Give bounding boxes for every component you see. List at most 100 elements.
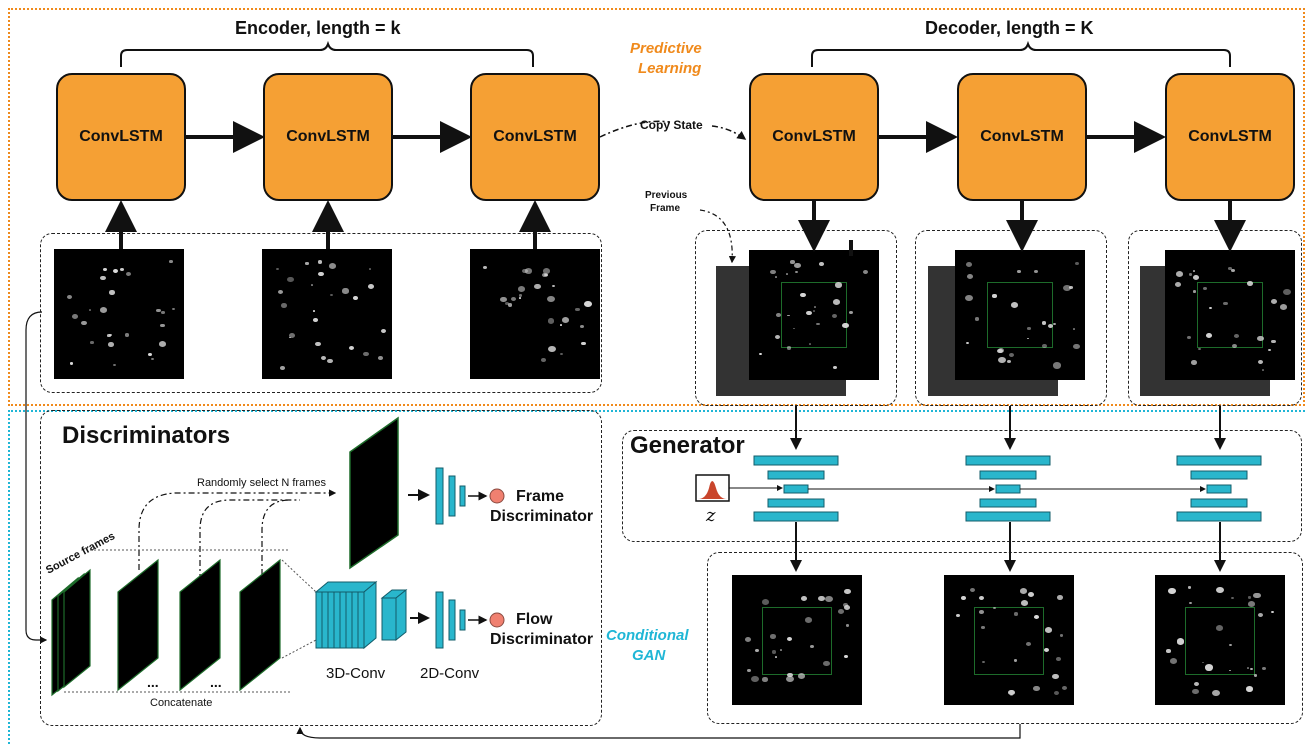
radar-echo — [831, 314, 838, 319]
radar-echo — [776, 313, 781, 317]
radar-echo — [1170, 658, 1178, 665]
radar-echo — [108, 342, 114, 347]
frame-disc-node — [489, 488, 505, 504]
radar-echo — [169, 259, 173, 263]
radar-echo — [804, 617, 812, 623]
radar-echo — [1231, 343, 1238, 349]
radar-echo — [1209, 307, 1212, 310]
radar-echo — [1069, 286, 1073, 290]
radar-echo — [1048, 324, 1054, 329]
radar-echo — [277, 289, 283, 294]
radar-echo — [862, 269, 868, 274]
radar-echo — [1166, 649, 1171, 653]
radar-echo — [844, 605, 851, 611]
radar-echo — [787, 673, 793, 678]
radar-echo — [540, 358, 546, 362]
radar-echo — [1033, 615, 1039, 619]
generator-network-3 — [1176, 455, 1262, 522]
radar-echo — [835, 282, 842, 288]
radar-echo — [1072, 328, 1075, 331]
radar-echo — [81, 320, 88, 326]
radar-echo — [965, 294, 973, 301]
radar-echo — [785, 273, 789, 276]
radar-echo — [1198, 347, 1201, 351]
radar-echo — [966, 274, 973, 280]
radar-echo — [318, 272, 324, 277]
radar-echo — [1193, 681, 1199, 686]
radar-echo — [517, 286, 526, 293]
z-label: z — [706, 505, 716, 526]
radar-echo — [965, 261, 972, 267]
radar-echo — [997, 349, 1003, 354]
radar-echo — [1202, 286, 1207, 290]
radar-echo — [1247, 600, 1256, 607]
radar-echo — [330, 293, 334, 297]
predicted-frame-2 — [955, 250, 1085, 380]
radar-echo — [1246, 686, 1254, 692]
radar-echo — [1257, 359, 1264, 365]
conditional-label-2: GAN — [632, 647, 666, 664]
radar-echo — [161, 310, 165, 314]
radar-echo — [795, 271, 798, 274]
generated-frame-1 — [732, 575, 862, 705]
radar-echo — [69, 362, 73, 365]
radar-echo — [956, 613, 961, 617]
radar-echo — [504, 301, 509, 306]
radar-echo — [1010, 693, 1014, 697]
radar-echo — [819, 261, 825, 266]
radar-echo — [156, 308, 161, 313]
ellipsis-1: ... — [147, 674, 159, 690]
radar-echo — [1175, 282, 1182, 288]
radar-echo — [547, 295, 555, 302]
radar-echo — [1057, 594, 1064, 600]
radar-echo — [816, 322, 820, 326]
flow-disc-node — [489, 612, 505, 628]
radar-echo — [818, 595, 825, 602]
radar-echo — [148, 353, 152, 357]
radar-echo — [312, 310, 315, 313]
radar-echo — [992, 606, 996, 610]
radar-echo — [800, 595, 808, 601]
encoder-cell-2: ConvLSTM — [263, 73, 393, 201]
radar-echo — [159, 323, 165, 328]
radar-echo — [378, 356, 384, 361]
radar-echo — [845, 624, 850, 627]
radar-echo — [1034, 270, 1039, 274]
radar-echo — [810, 644, 814, 648]
radar-echo — [548, 345, 556, 352]
radar-echo — [311, 284, 314, 287]
conditional-label-1: Conditional — [606, 627, 689, 644]
ellipsis-2: ... — [210, 674, 222, 690]
radar-echo — [276, 267, 280, 271]
radar-echo — [112, 364, 116, 367]
radar-echo — [1186, 335, 1191, 339]
encoder-input-frame-1 — [54, 249, 184, 379]
source-frames-stack — [51, 558, 281, 697]
radar-echo — [328, 262, 337, 270]
radar-echo — [1211, 689, 1220, 697]
radar-echo — [1249, 668, 1253, 671]
radar-echo — [969, 587, 976, 593]
radar-echo — [844, 588, 851, 594]
radar-echo — [762, 677, 768, 682]
radar-echo — [1257, 335, 1265, 342]
radar-echo — [518, 294, 523, 298]
radar-echo — [790, 260, 795, 264]
decoder-output-box-1 — [695, 230, 897, 406]
radar-echo — [1059, 633, 1064, 637]
radar-echo — [1008, 689, 1015, 696]
radar-echo — [88, 308, 92, 311]
radar-echo — [581, 341, 586, 346]
radar-echo — [363, 351, 369, 356]
radar-echo — [525, 268, 533, 274]
encoder-input-frame-2 — [262, 249, 392, 379]
radar-echo — [100, 275, 106, 281]
radar-echo — [797, 672, 805, 679]
radar-echo — [1187, 585, 1192, 589]
radar-echo — [1193, 290, 1197, 293]
radar-echo — [1008, 352, 1015, 358]
conv2d-label: 2D-Conv — [420, 665, 480, 682]
radar-echo — [1168, 588, 1176, 594]
radar-echo — [812, 310, 815, 313]
radar-echo — [1042, 344, 1047, 348]
